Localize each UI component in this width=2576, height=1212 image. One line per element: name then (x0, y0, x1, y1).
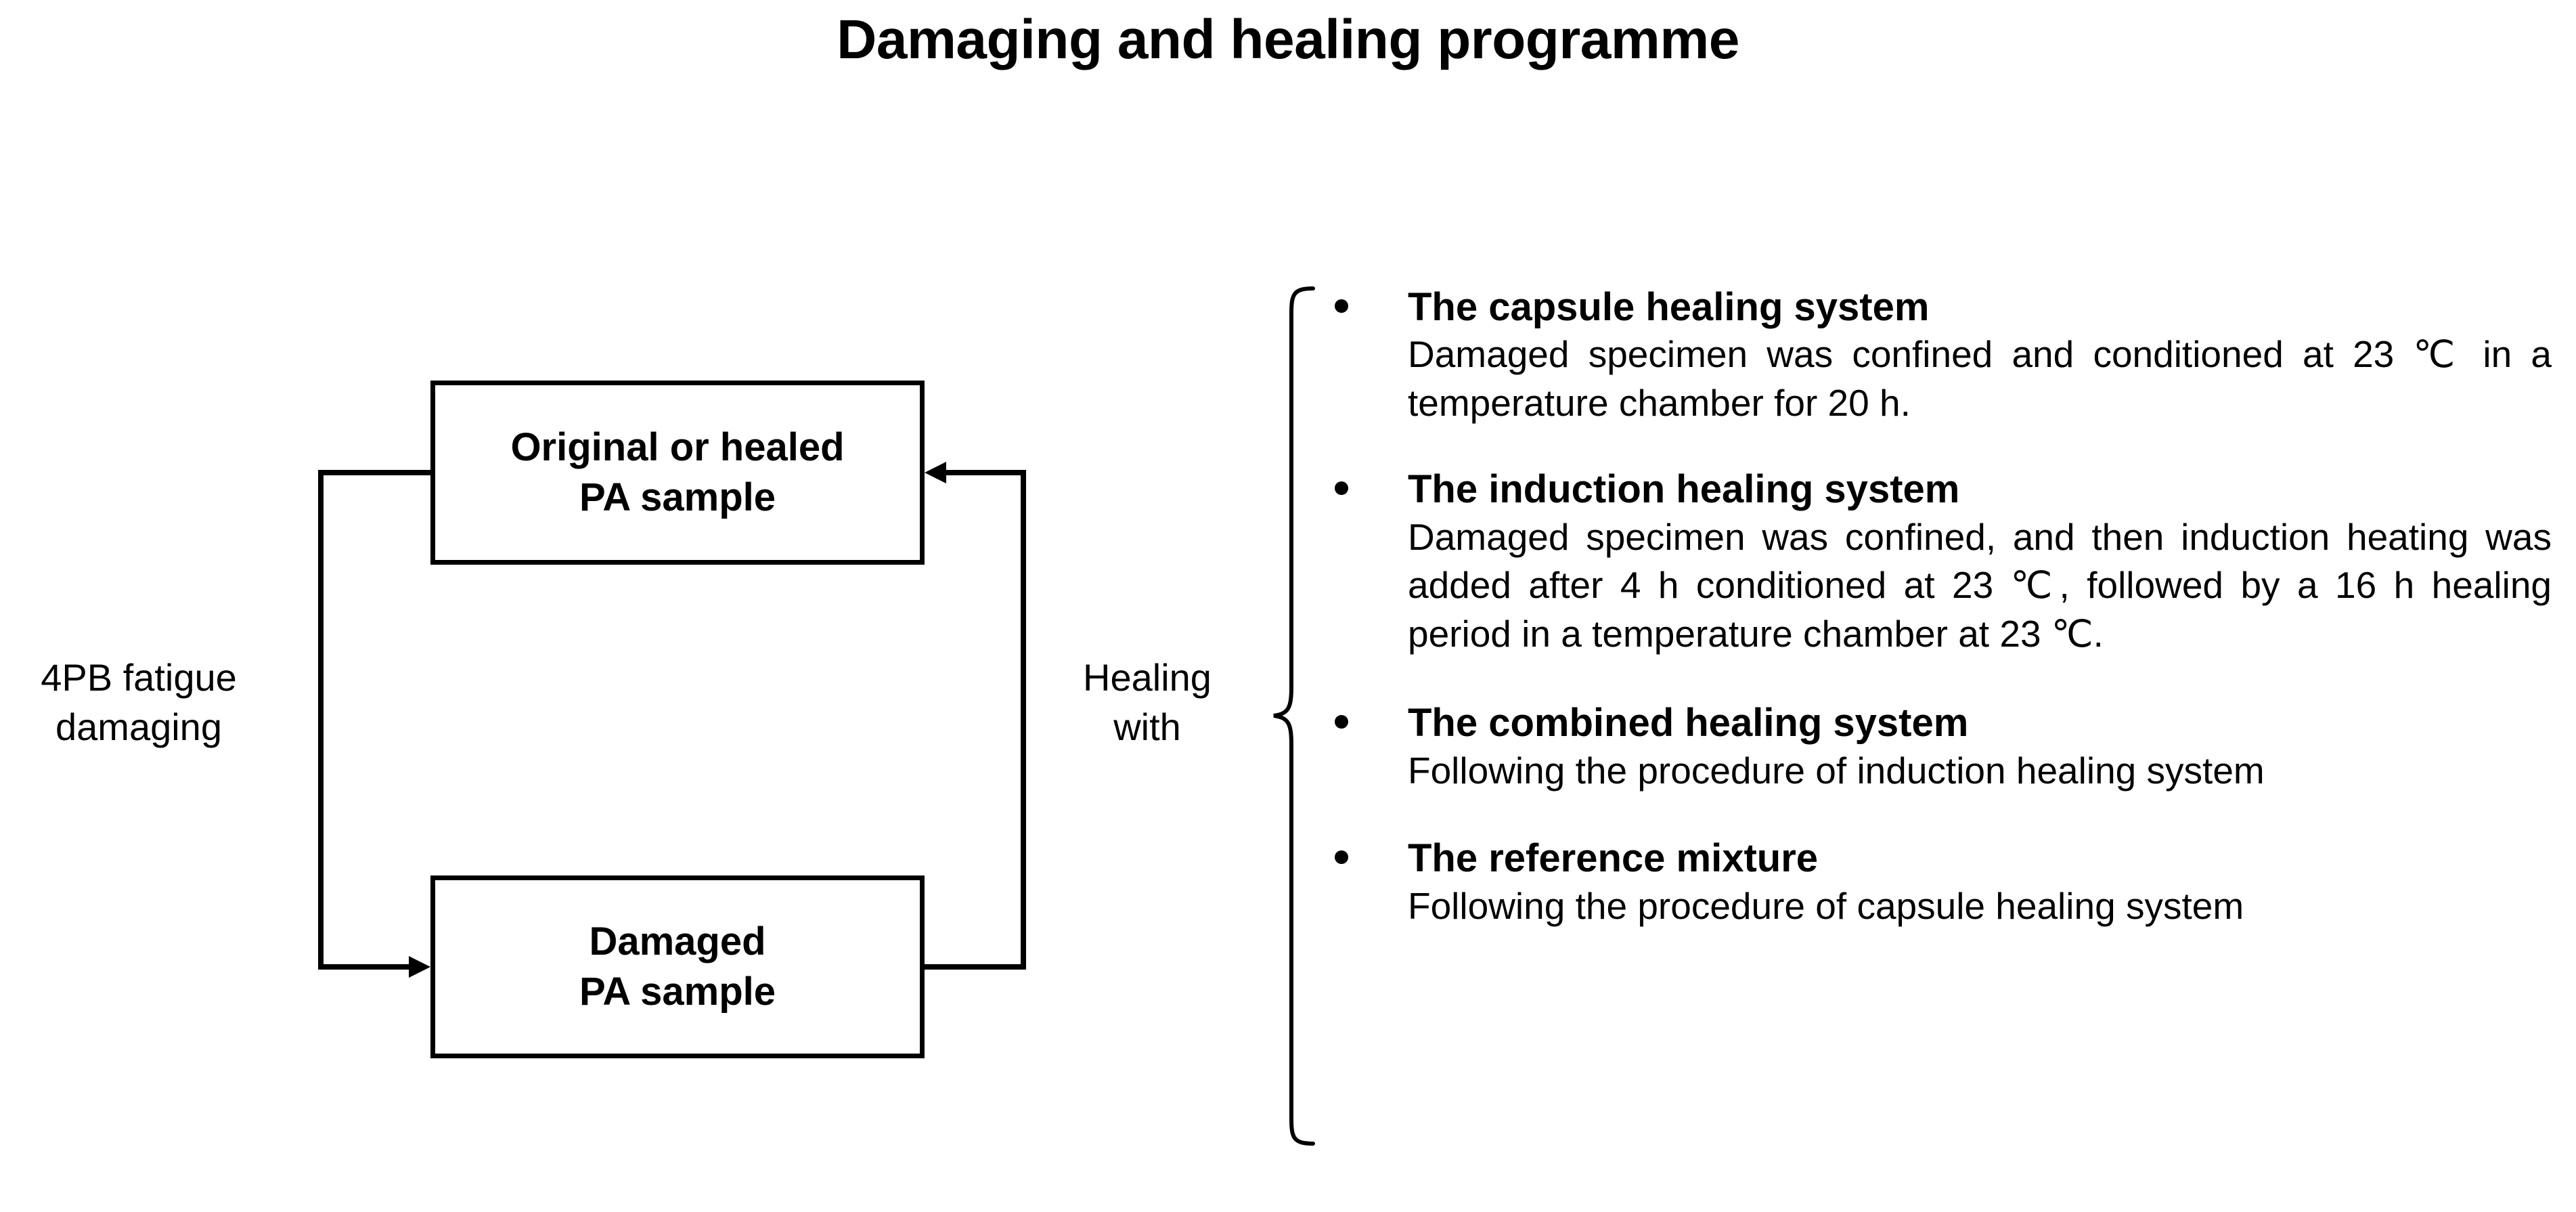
system-description: Damaged specimen was confined and condit… (1408, 333, 2552, 424)
system-heading: The induction healing system (1408, 467, 1960, 512)
damaging-label-line2: damaging (55, 705, 222, 748)
list-item: The combined healing system Following th… (1327, 700, 2552, 795)
flow-box-damaged-line2: PA sample (579, 970, 776, 1014)
flow-box-damaged-line1: Damaged (589, 919, 766, 964)
label-4pb-fatigue-damaging: 4PB fatigue damaging (0, 653, 277, 752)
system-heading: The combined healing system (1408, 701, 1969, 745)
connector-healing-path (925, 470, 1026, 970)
label-healing-with: Healing with (1042, 653, 1252, 752)
arrowhead-to-damaged (409, 956, 430, 978)
system-description: Damaged specimen was confined, and then … (1408, 515, 2552, 655)
list-item: The induction healing system Damaged spe… (1327, 467, 2552, 658)
system-heading: The capsule healing system (1408, 285, 1930, 329)
page-title: Damaging and healing programme (837, 9, 1739, 70)
bullet-icon (1335, 481, 1348, 496)
system-description: Following the procedure of capsule heali… (1408, 884, 2244, 927)
flow-box-original-line1: Original or healed (510, 425, 845, 469)
bullet-icon (1335, 850, 1348, 865)
flow-box-original-line2: PA sample (579, 475, 776, 519)
system-heading: The reference mixture (1408, 836, 1819, 881)
curly-brace (1273, 286, 1315, 1146)
damaging-label-line1: 4PB fatigue (41, 656, 237, 699)
flow-box-original-or-healed: Original or healed PA sample (430, 381, 925, 565)
connector-damaging-path (318, 470, 430, 970)
list-item: The reference mixture Following the proc… (1327, 836, 2552, 930)
system-description: Following the procedure of induction hea… (1408, 749, 2265, 792)
flow-box-damaged: Damaged PA sample (430, 875, 925, 1058)
flowchart-diagram: Original or healed PA sample Damaged PA … (0, 381, 1252, 1058)
healing-label-line1: Healing (1083, 656, 1212, 699)
bullet-icon (1335, 715, 1348, 729)
list-item: The capsule healing system Damaged speci… (1327, 284, 2552, 427)
healing-label-line2: with (1113, 705, 1181, 748)
bullet-icon (1335, 299, 1348, 313)
arrowhead-to-original (925, 462, 946, 483)
healing-systems-list: The capsule healing system Damaged speci… (1327, 284, 2552, 930)
